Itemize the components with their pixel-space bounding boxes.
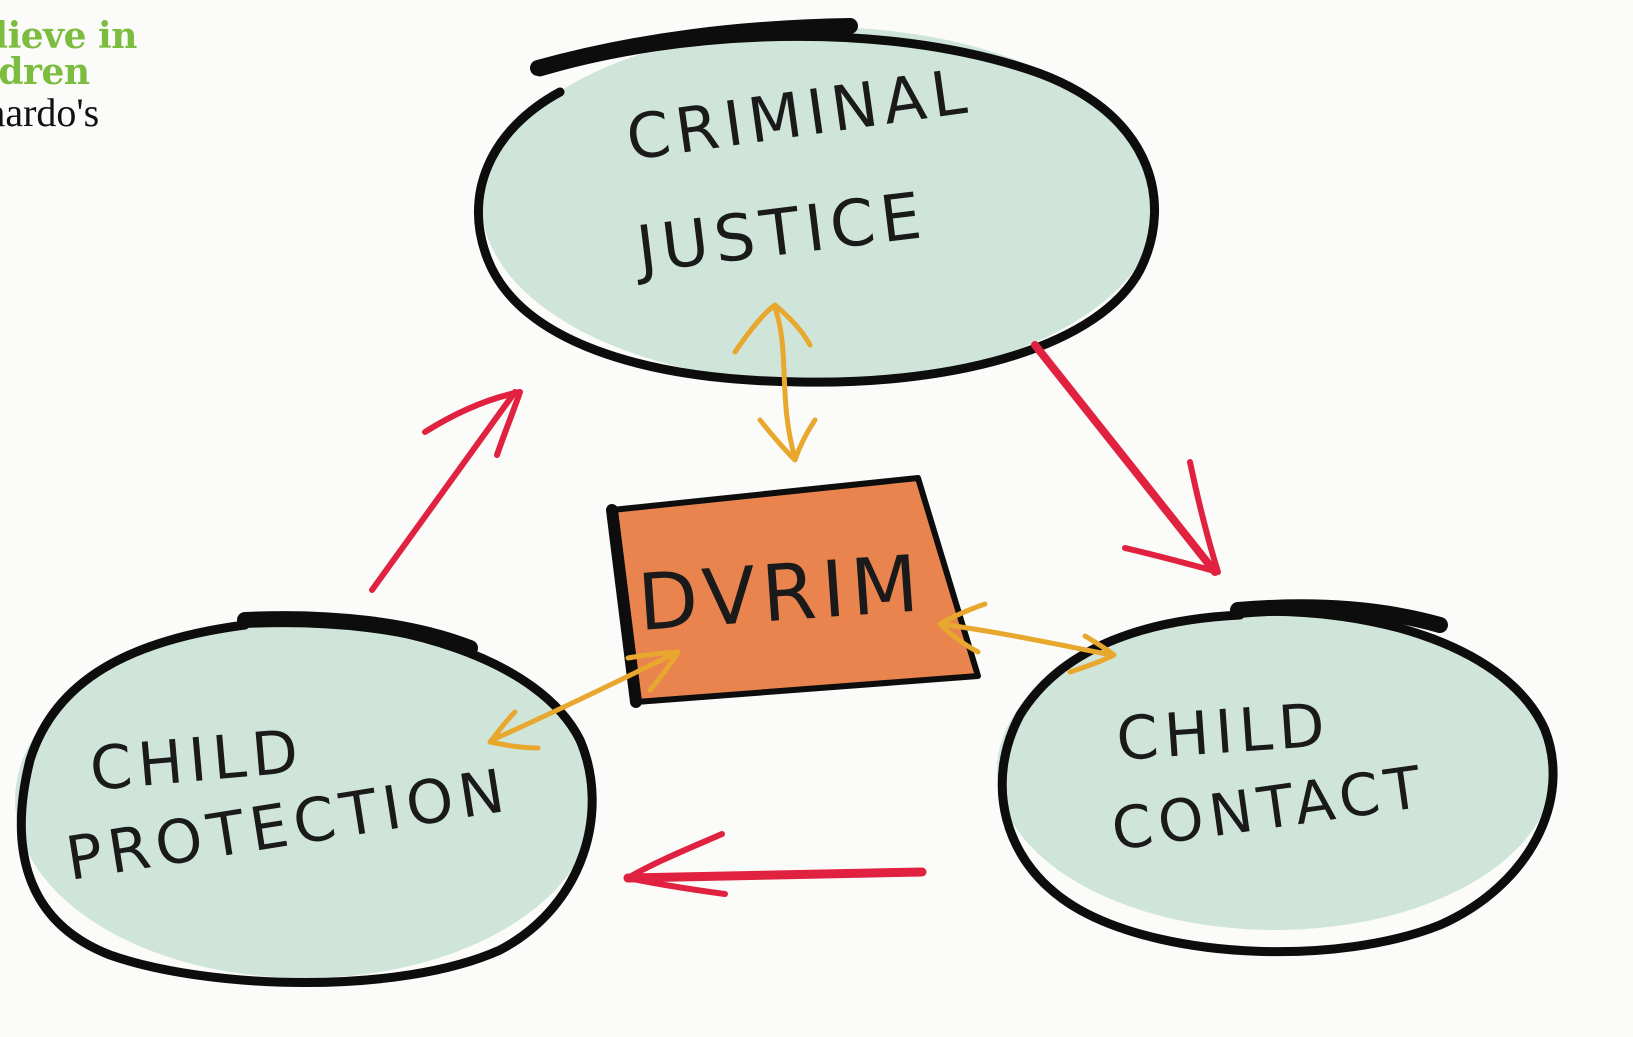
arrow-contact-to-protection bbox=[623, 831, 927, 897]
barnardos-logo: elieve in ildren rnardo's bbox=[0, 18, 137, 136]
child-protection-ellipse-outline bbox=[16, 613, 597, 987]
dvrim-node: DVRIM bbox=[606, 475, 981, 708]
child-contact-outline-accent bbox=[1230, 599, 1448, 633]
child-contact-node: CHILD CONTACT bbox=[997, 599, 1558, 957]
cycle-arrows bbox=[369, 341, 1221, 897]
arrow-protection-to-justice bbox=[369, 389, 523, 593]
link-arrows bbox=[487, 302, 1117, 751]
criminal-justice-ellipse-outline bbox=[473, 31, 1160, 387]
logo-brand: rnardo's bbox=[0, 90, 100, 135]
child-contact-ellipse-fill bbox=[997, 610, 1553, 930]
criminal-justice-node: CRIMINAL JUSTICE bbox=[473, 18, 1160, 387]
child-contact-line1: CHILD bbox=[1114, 690, 1333, 775]
criminal-justice-outline-accent bbox=[530, 18, 858, 76]
link-dvrim-protection bbox=[487, 649, 681, 751]
child-protection-outline-accent bbox=[237, 611, 478, 656]
link-justice-dvrim bbox=[732, 302, 818, 463]
child-protection-ellipse-fill bbox=[15, 622, 595, 978]
logo-tagline-line2: ildren bbox=[0, 51, 90, 93]
link-dvrim-contact bbox=[937, 601, 1117, 675]
dvrim-label: DVRIM bbox=[635, 539, 927, 649]
child-contact-ellipse-outline bbox=[997, 606, 1558, 957]
criminal-justice-ellipse-fill bbox=[482, 27, 1158, 383]
child-protection-node: CHILD PROTECTION bbox=[15, 611, 597, 987]
dvrim-box-edge-accent bbox=[606, 504, 642, 708]
arrow-justice-to-contact bbox=[1031, 341, 1221, 576]
logo-tagline-line1: elieve in bbox=[0, 15, 137, 57]
